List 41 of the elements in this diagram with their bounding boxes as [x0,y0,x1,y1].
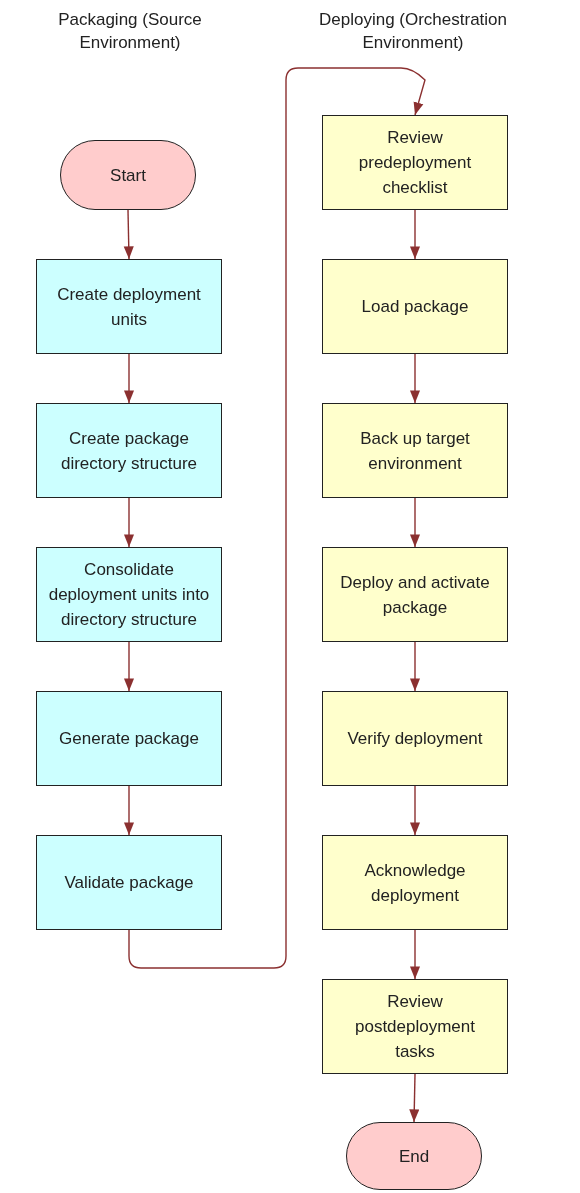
node-text: Consolidate deployment units into directory structure [47,559,211,631]
arrow [123,497,135,548]
node-text: Validate package [64,872,194,894]
process-box [322,691,508,786]
column-heading: Deploying (Orchestration Environment) [318,9,508,54]
node-text: Deploy and activate package [339,571,491,619]
process-box [322,547,508,642]
node-text: Review predeployment checklist [357,127,473,199]
node-text: Verify deployment [347,728,483,750]
arrow [409,209,421,260]
arrow [128,67,426,969]
node-text: Start [110,164,146,187]
node-text: Acknowledge deployment [363,859,467,907]
node-text: Create package directory structure [59,427,198,475]
column-heading: Packaging (Source Environment) [57,9,203,54]
arrow [409,497,421,548]
node-text: Review postdeployment tasks [354,991,476,1063]
process-box [36,403,222,498]
node-text: End [398,1145,430,1168]
arrow [409,353,421,404]
arrow [123,785,135,836]
arrow [409,929,421,980]
process-box [36,835,222,930]
arrow [123,209,134,260]
node-text: Create deployment units [56,283,202,331]
node-text: Generate package [59,728,199,750]
arrow [123,641,135,692]
process-box [36,547,222,642]
process-box [322,835,508,930]
arrow [409,1073,420,1123]
process-box [36,691,222,786]
process-box [36,259,222,354]
node-text: Back up target environment [359,427,471,475]
arrow [409,641,421,692]
process-box [322,115,508,210]
process-box [322,979,508,1074]
process-box [322,259,508,354]
process-box [322,403,508,498]
arrow [409,785,421,836]
arrow [123,353,135,404]
node-text: Load package [361,296,469,318]
